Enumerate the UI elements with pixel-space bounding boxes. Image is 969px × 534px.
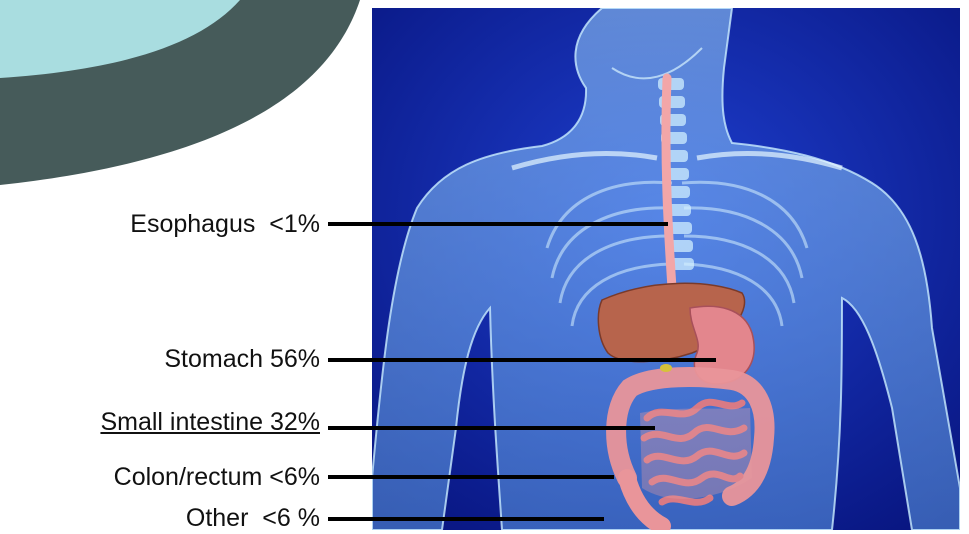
corner-decoration — [0, 0, 360, 200]
label-other: Other <6 % — [186, 503, 320, 533]
label-esophagus: Esophagus <1% — [130, 209, 320, 239]
label-stomach: Stomach 56% — [164, 344, 320, 374]
anatomy-illustration — [372, 8, 960, 530]
label-small-intestine: Small intestine 32% — [100, 407, 320, 437]
label-colon-rectum: Colon/rectum <6% — [114, 462, 320, 492]
